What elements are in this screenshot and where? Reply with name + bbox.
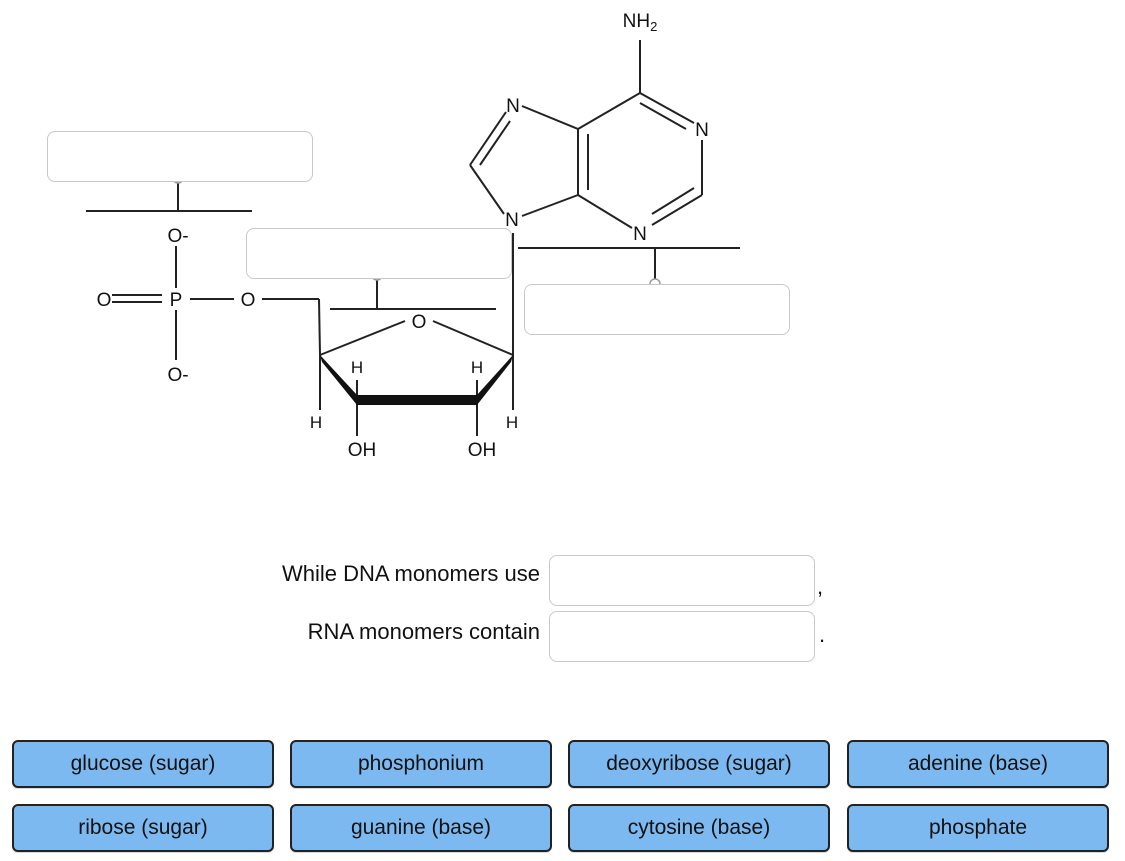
double-bond-oxygen-label: O	[97, 290, 112, 311]
c2-n3-bond-2	[651, 187, 695, 215]
base-drop-target[interactable]	[524, 284, 790, 335]
phosphate-oxygen-bottom-label: O-	[167, 365, 188, 386]
tile-guanine-base[interactable]: guanine (base)	[290, 804, 552, 852]
dna-sentence-comma: ,	[817, 574, 824, 599]
n3-c4-bond	[577, 194, 633, 229]
dna-sugar-drop-target[interactable]	[549, 555, 815, 606]
c2-hydrogen-label: H	[471, 358, 483, 377]
c4-n9-bond	[521, 194, 579, 217]
c2-hydroxyl-label: OH	[468, 440, 497, 461]
c5-c6-bond	[577, 92, 641, 130]
c8-n7-bond-2	[479, 120, 511, 166]
wedge-bond-c4-c3	[320, 355, 357, 405]
ring-oxygen-label: O	[412, 312, 427, 333]
c4-o-bond	[319, 320, 406, 356]
tile-ribose-sugar[interactable]: ribose (sugar)	[12, 804, 274, 852]
rna-sugar-drop-target[interactable]	[549, 611, 815, 662]
c3-hydroxyl-label: OH	[348, 440, 377, 461]
n1-label: N	[695, 120, 709, 141]
tile-deoxyribose-sugar[interactable]: deoxyribose (sugar)	[568, 740, 830, 788]
ester-oxygen-label: O	[241, 290, 256, 311]
sugar-drop-target[interactable]	[246, 228, 512, 279]
c2-n3-bond-1	[651, 194, 703, 226]
c3-hydrogen-label: H	[351, 358, 363, 377]
phosphorus-label: P	[170, 290, 183, 311]
nucleotide-structure-diagram: NH2 N N N N O- O P O O- O H H H H OH OH	[86, 11, 740, 461]
n9-c8-bond	[469, 164, 505, 215]
rna-sentence-label: RNA monomers contain	[307, 619, 540, 644]
wedge-bond-c2-c1	[477, 355, 513, 405]
rna-sentence-period: .	[819, 622, 826, 647]
tile-adenine-base[interactable]: adenine (base)	[847, 740, 1109, 788]
phosphate-drop-target[interactable]	[47, 131, 313, 182]
c8-n7-bond-1	[469, 111, 507, 166]
tile-phosphonium[interactable]: phosphonium	[290, 740, 552, 788]
amine-label: NH2	[623, 11, 658, 34]
c1-hydrogen-label: H	[506, 413, 518, 432]
c4-hydrogen-label: H	[310, 413, 322, 432]
tile-cytosine-base[interactable]: cytosine (base)	[568, 804, 830, 852]
ch2-c4-bond	[318, 298, 321, 356]
dna-sentence-label: While DNA monomers use	[282, 561, 540, 586]
n7-label: N	[506, 96, 520, 117]
c6-n1-bond-2	[639, 102, 687, 130]
tile-phosphate[interactable]: phosphate	[847, 804, 1109, 852]
n9-label: N	[505, 210, 519, 231]
c6-n1-bond-1	[639, 92, 695, 124]
o-c1-bond	[432, 320, 514, 356]
n3-label: N	[633, 224, 647, 245]
wedge-bond-c3-c2	[357, 395, 477, 405]
tile-glucose-sugar[interactable]: glucose (sugar)	[12, 740, 274, 788]
n7-c5-bond	[521, 105, 579, 130]
phosphate-oxygen-top-label: O-	[167, 226, 188, 247]
